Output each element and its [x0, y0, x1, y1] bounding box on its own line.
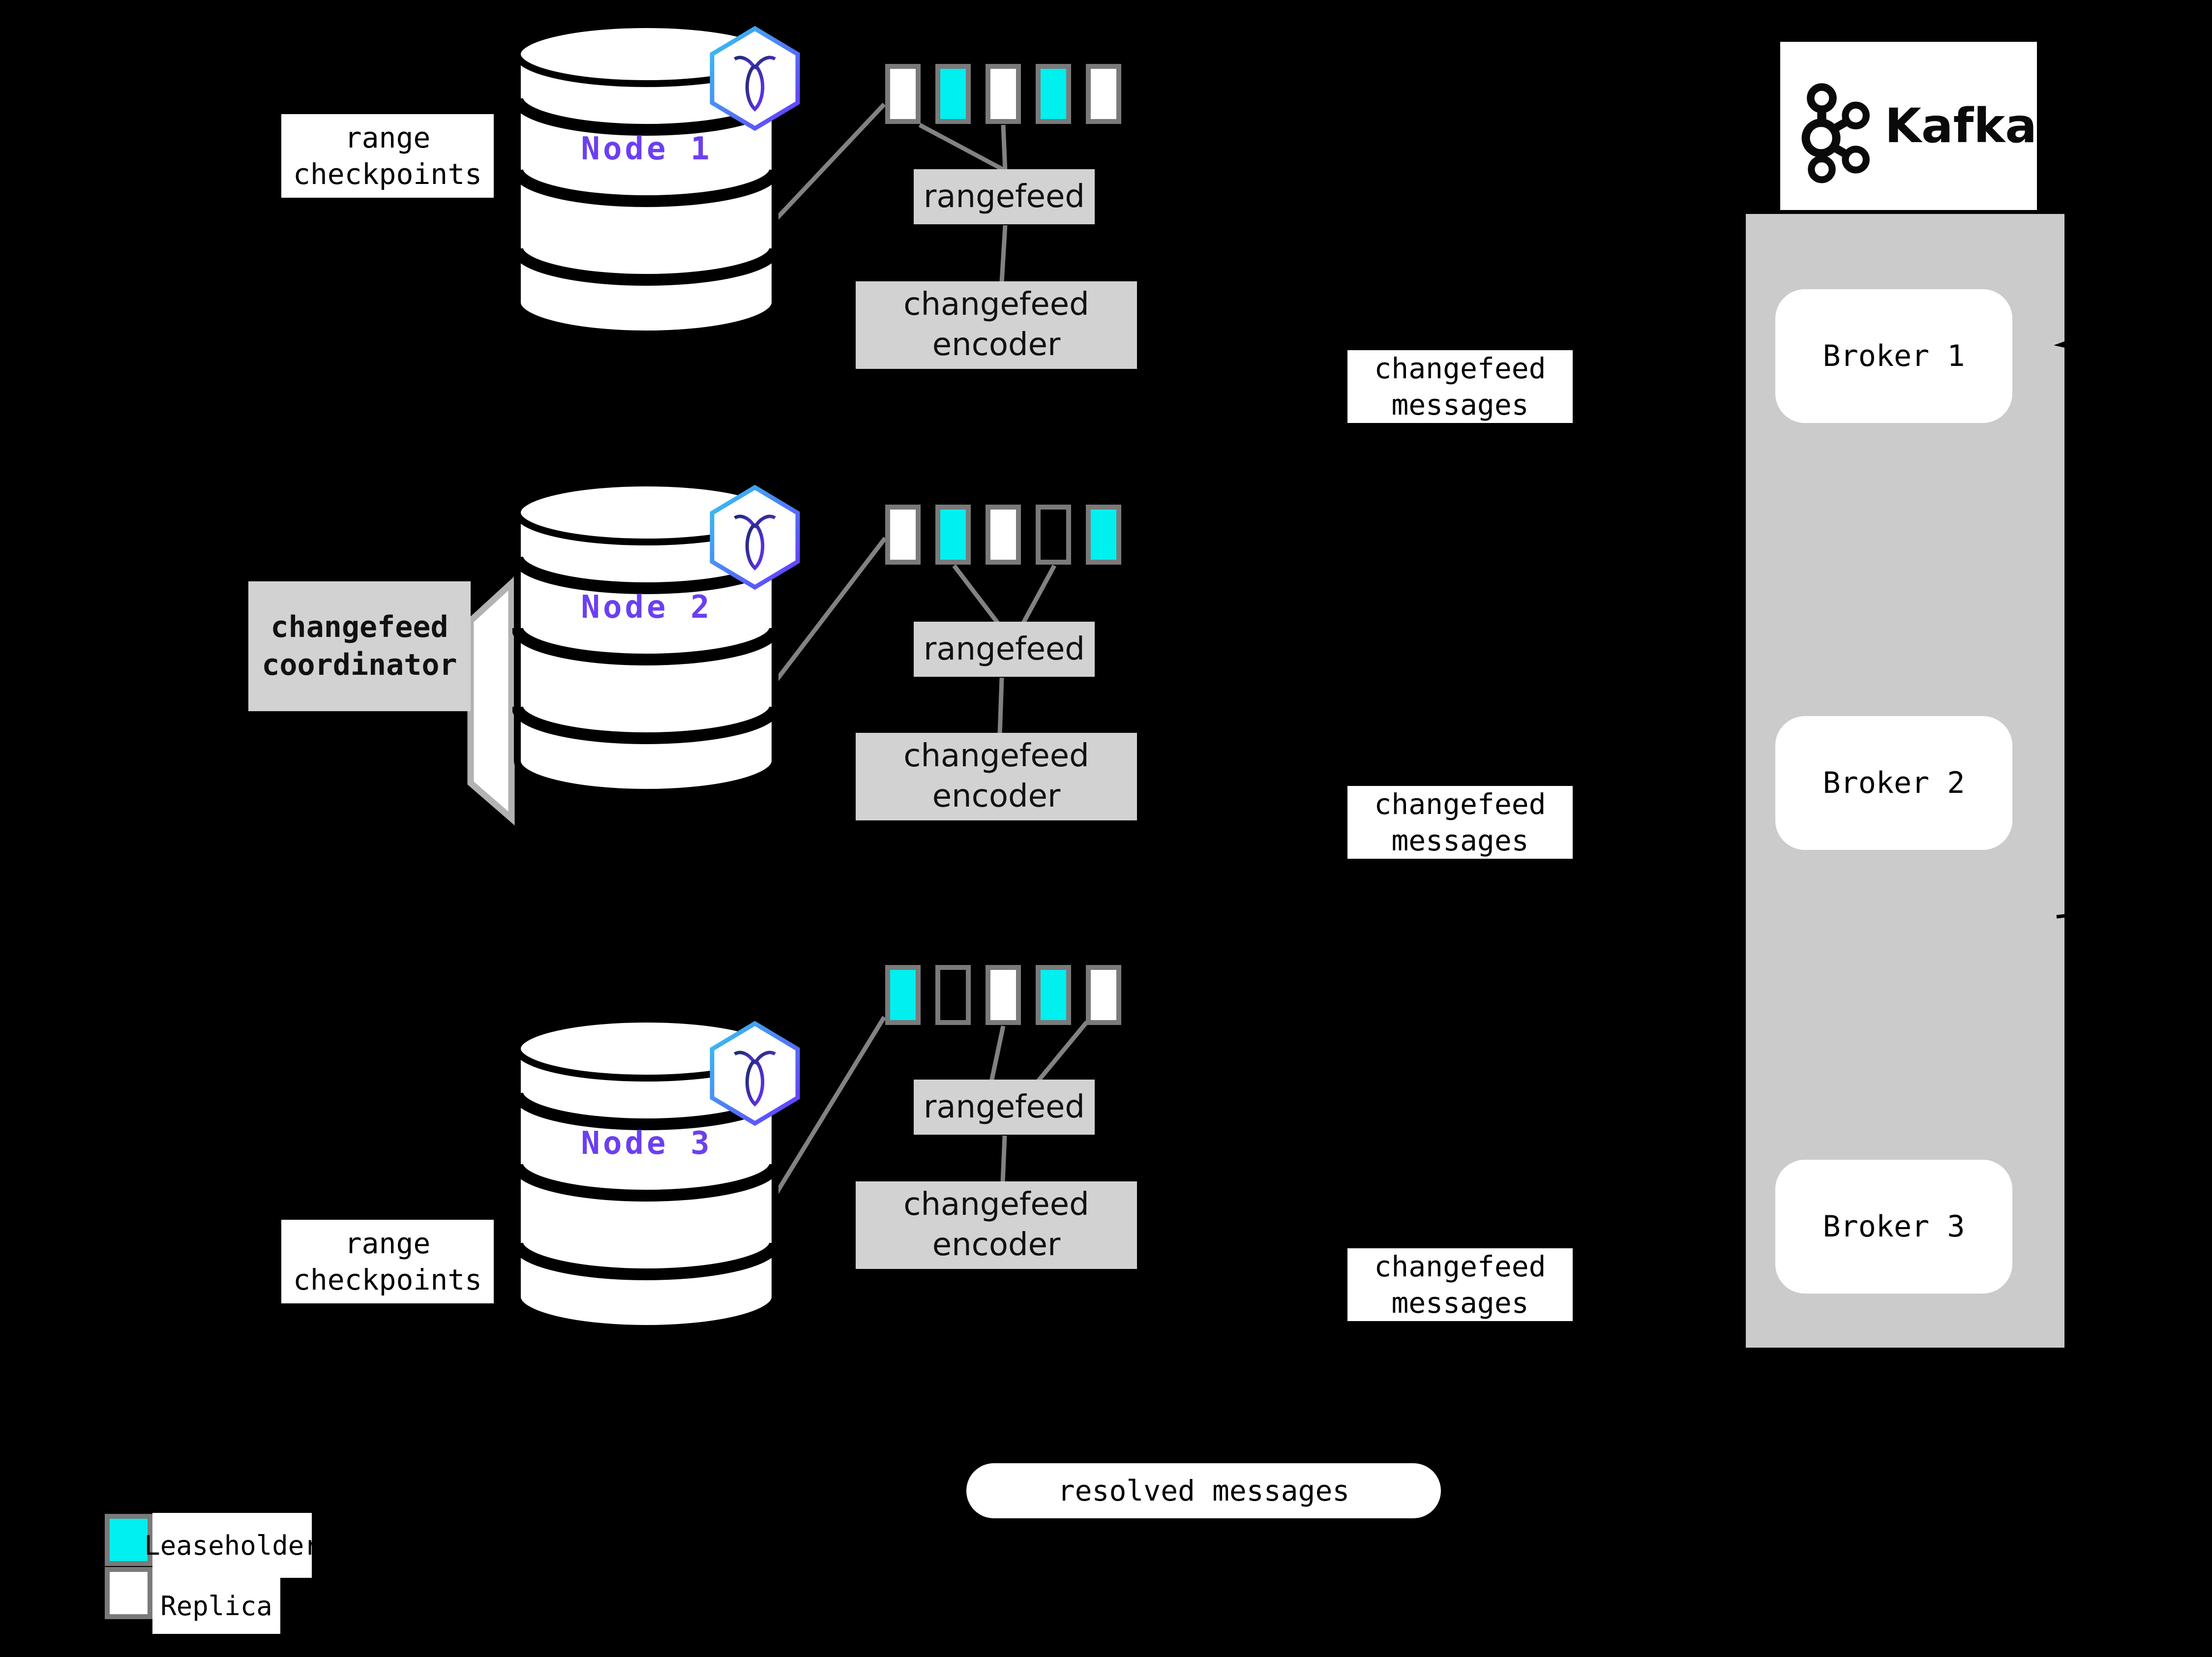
rangefeed-label: rangefeed — [924, 631, 1085, 667]
connector-range1a-to-rangefeed1 — [918, 123, 1008, 173]
range-square — [885, 505, 921, 565]
connector-rangefeed1-to-encoder1 — [999, 225, 1008, 283]
messages-line2: messages — [1391, 824, 1529, 857]
connector-rangefeed3-to-encoder3 — [1000, 1135, 1007, 1183]
connector-cylinder1-to-ranges — [771, 102, 886, 224]
messages-line1: changefeed — [1374, 351, 1546, 385]
range-checkpoints-line2: checkpoints — [293, 157, 482, 191]
coordinator-line1: changefeed — [270, 610, 448, 645]
node1-label: Node 1 — [581, 131, 713, 167]
encoder-label-line2: encoder — [932, 327, 1061, 363]
changefeed-messages-label-2: changefeed messages — [1347, 786, 1573, 859]
range-square — [986, 965, 1021, 1025]
legend-leaseholder-label: Leaseholder — [144, 1513, 320, 1578]
resolved-messages-pill: resolved messages — [966, 1463, 1441, 1518]
range-square — [986, 64, 1021, 124]
node2-database-cylinder — [512, 480, 780, 796]
range-square — [1086, 64, 1121, 124]
encoder-label-line2: encoder — [932, 1227, 1061, 1263]
range-square — [885, 64, 921, 124]
kafka-logo-box: Kafka — [1780, 42, 2037, 210]
legend-replica-label: Replica — [152, 1578, 280, 1634]
range-square — [935, 965, 971, 1025]
broker-3: Broker 3 — [1775, 1160, 2012, 1294]
messages-line1: changefeed — [1374, 1249, 1546, 1283]
rangefeed-label: rangefeed — [924, 1089, 1085, 1125]
changefeed-messages-label-1: changefeed messages — [1347, 350, 1573, 423]
changefeed-encoder-box-node3: changefeed encoder — [856, 1181, 1137, 1269]
range-checkpoints-line1: range — [344, 1226, 431, 1260]
arrowhead-into-broker1 — [2054, 332, 2089, 351]
changefeed-coordinator-box: changefeed coordinator — [248, 581, 471, 711]
encoder-label-line1: changefeed — [903, 738, 1089, 775]
connector-range1b-to-rangefeed1 — [1001, 124, 1008, 172]
connector-cylinder3-to-ranges — [773, 1016, 886, 1198]
kafka-brand-text: Kafka — [1884, 98, 2037, 153]
range-square — [885, 965, 921, 1025]
connector-range2a-to-rangefeed2 — [952, 564, 1000, 625]
coordinator-line2: coordinator — [262, 648, 457, 682]
encoder-label-line2: encoder — [932, 778, 1061, 814]
broker-2: Broker 2 — [1775, 716, 2012, 850]
coordinator-callout-ribbon — [467, 576, 515, 826]
cockroachdb-hexagon-icon — [710, 1021, 800, 1126]
broker-1: Broker 1 — [1775, 289, 2012, 423]
connector-range3b-to-rangefeed3 — [1036, 1021, 1089, 1083]
rangefeed-box-node3: rangefeed — [914, 1080, 1095, 1135]
cockroachdb-hexagon-icon — [710, 484, 800, 590]
cockroachdb-hexagon-icon — [710, 26, 800, 131]
range-square — [935, 505, 971, 565]
legend-leaseholder-swatch — [105, 1514, 152, 1566]
kafka-icon — [1801, 83, 1870, 183]
messages-line2: messages — [1391, 388, 1529, 422]
rangefeed-box-node1: rangefeed — [914, 169, 1095, 224]
range-square — [1086, 505, 1121, 565]
encoder-label-line1: changefeed — [903, 286, 1089, 323]
node1-database-cylinder — [512, 21, 780, 337]
changefeed-messages-label-3: changefeed messages — [1347, 1248, 1573, 1321]
messages-line1: changefeed — [1374, 787, 1546, 821]
range-checkpoints-line1: range — [344, 121, 431, 154]
range-square — [1036, 505, 1071, 565]
connector-range3a-to-rangefeed3 — [989, 1025, 1006, 1082]
connector-cylinder2-to-ranges — [773, 537, 887, 684]
range-square — [986, 505, 1021, 565]
rangefeed-label: rangefeed — [924, 179, 1085, 215]
range-checkpoints-label-bottom: range checkpoints — [281, 1220, 494, 1303]
encoder-label-line1: changefeed — [903, 1186, 1089, 1223]
range-square — [1036, 965, 1071, 1025]
range-square — [935, 64, 971, 124]
changefeed-encoder-box-node1: changefeed encoder — [856, 281, 1137, 369]
range-square — [1086, 965, 1121, 1025]
range-checkpoints-label-top: range checkpoints — [281, 114, 494, 198]
changefeed-encoder-box-node2: changefeed encoder — [856, 733, 1137, 820]
connector-range2b-to-rangefeed2 — [1021, 564, 1056, 625]
arrow-tick-near-broker3 — [2056, 913, 2074, 919]
messages-line2: messages — [1391, 1286, 1529, 1320]
node3-label: Node 3 — [581, 1125, 713, 1162]
legend-replica-swatch — [105, 1567, 152, 1619]
rangefeed-box-node2: rangefeed — [914, 622, 1095, 677]
node2-label: Node 2 — [581, 589, 713, 626]
range-checkpoints-line2: checkpoints — [293, 1263, 482, 1296]
range-square — [1036, 64, 1071, 124]
connector-rangefeed2-to-encoder2 — [997, 677, 1004, 735]
